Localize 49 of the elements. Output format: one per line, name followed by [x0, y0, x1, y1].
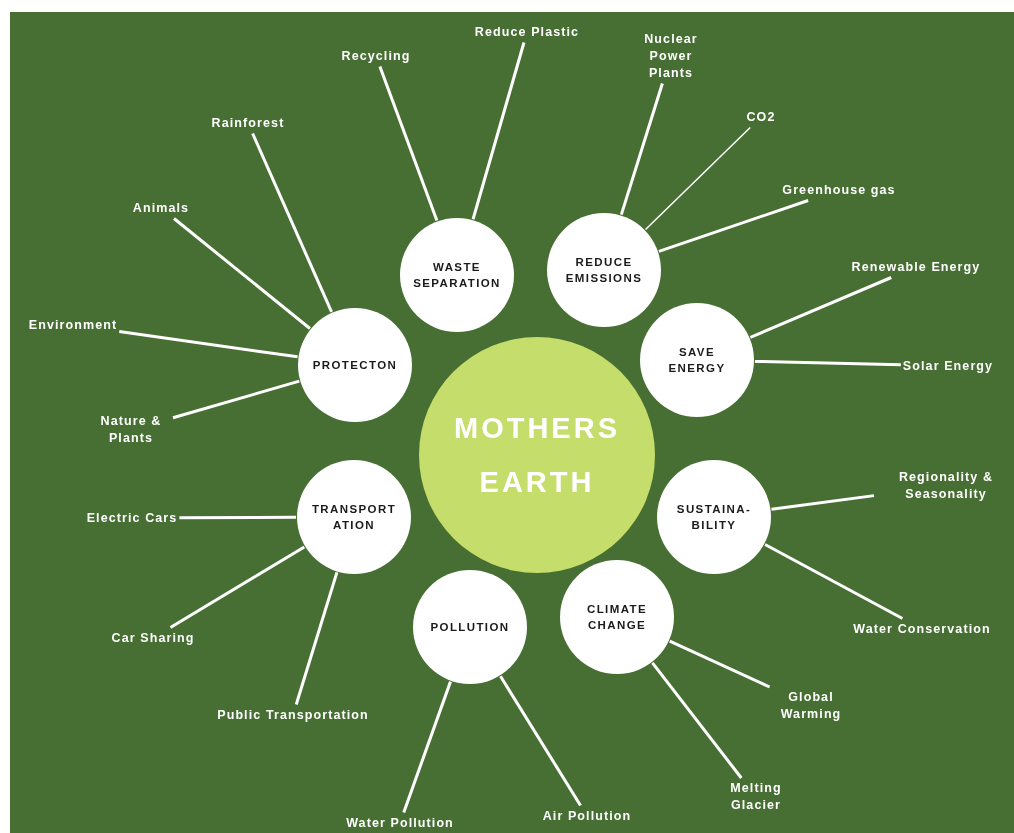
- connector-line: [173, 217, 311, 330]
- circle-label: TRANSPORT ATION: [310, 502, 398, 533]
- circle-label: CLIMATE CHANGE: [585, 602, 649, 633]
- term-label: Public Transportation: [217, 706, 369, 724]
- circle-label: PROTECTON: [311, 358, 399, 373]
- term-label: Regionality & Seasonality: [876, 469, 1014, 503]
- term-label: Renewable Energy: [851, 258, 981, 276]
- term-label: Water Conservation: [853, 620, 991, 638]
- connector-line: [644, 126, 751, 231]
- term-label: Rainforest: [211, 114, 285, 132]
- term-label: Global Warming: [771, 689, 851, 723]
- connector-line: [764, 543, 904, 620]
- connector-line: [771, 494, 875, 511]
- term-label: Nature & Plants: [91, 413, 171, 447]
- circle-label: POLLUTION: [429, 620, 511, 635]
- connector-line: [251, 132, 333, 313]
- term-label: Solar Energy: [902, 357, 994, 375]
- connector-line: [378, 65, 439, 222]
- term-label: Recycling: [341, 47, 411, 65]
- term-label: Environment: [28, 316, 118, 334]
- connector-line: [294, 572, 339, 705]
- connector-line: [499, 675, 582, 807]
- circle-label: REDUCE EMISSIONS: [564, 255, 644, 286]
- term-label: Nuclear Power Plants: [636, 30, 706, 82]
- connector-line: [754, 359, 901, 367]
- term-label: Water Pollution: [346, 814, 454, 832]
- connector-line: [658, 199, 809, 253]
- connector-line: [749, 276, 892, 339]
- connector-line: [169, 545, 306, 629]
- circle-label: SUSTAINA- BILITY: [675, 502, 753, 533]
- term-label: Greenhouse gas: [782, 181, 896, 199]
- connector-line: [651, 662, 743, 779]
- circle-label: SAVE ENERGY: [667, 345, 727, 376]
- circle-label: MOTHERS EARTH: [453, 411, 621, 500]
- connector-line: [402, 681, 452, 813]
- connector-line: [119, 330, 298, 359]
- term-label: Air Pollution: [542, 807, 632, 825]
- connector-line: [179, 515, 296, 520]
- connector-line: [669, 639, 771, 689]
- connector-line: [471, 42, 526, 220]
- term-label: Melting Glacier: [716, 780, 796, 814]
- term-label: CO2: [746, 108, 776, 126]
- term-label: Car Sharing: [111, 629, 195, 647]
- term-label: Electric Cars: [86, 509, 178, 527]
- term-label: Reduce Plastic: [474, 23, 580, 41]
- circle-label: WASTE SEPARATION: [412, 260, 502, 291]
- term-label: Animals: [132, 199, 190, 217]
- connector-line: [172, 379, 300, 420]
- connector-line: [619, 83, 664, 216]
